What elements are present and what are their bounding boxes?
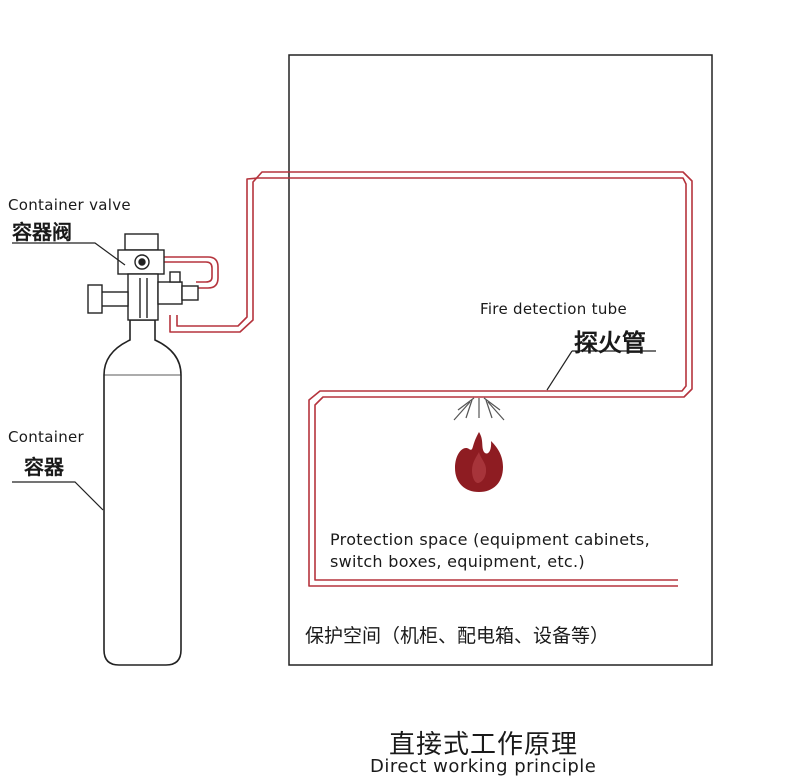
protection-label-en-2: switch boxes, equipment, etc.) — [330, 552, 585, 571]
leader-lines — [12, 242, 656, 511]
title-zh: 直接式工作原理 — [389, 730, 579, 760]
container-valve-label-en: Container valve — [8, 196, 131, 214]
fire-detection-tube — [160, 171, 693, 587]
protection-label-zh: 保护空间（机柜、配电箱、设备等） — [305, 625, 610, 647]
fire-tube-label-en: Fire detection tube — [480, 300, 627, 318]
container-label-zh: 容器 — [24, 455, 64, 479]
cylinder-icon — [103, 319, 182, 666]
title-en: Direct working principle — [370, 756, 597, 777]
container-label-en: Container — [8, 428, 85, 446]
protection-label-en-1: Protection space (equipment cabinets, — [330, 530, 650, 549]
protection-space-box — [288, 54, 713, 666]
spray-icon — [453, 397, 505, 421]
container-valve-label-zh: 容器阀 — [12, 220, 72, 244]
flame-highlight — [472, 452, 487, 483]
fire-tube-label-zh: 探火管 — [574, 329, 646, 357]
container-valve-icon — [87, 233, 199, 321]
